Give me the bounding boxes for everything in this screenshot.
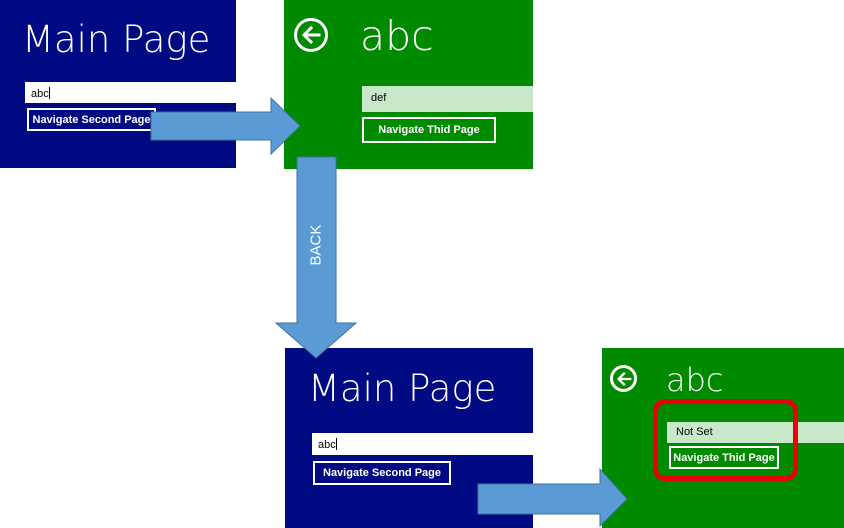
page-title: Main Page — [308, 367, 497, 410]
text-input[interactable]: abc — [312, 433, 533, 455]
back-button[interactable] — [610, 365, 637, 392]
page-title: abc — [360, 12, 434, 60]
second-page-screen-1: abc def Navigate Thid Page — [284, 0, 533, 169]
navigate-third-page-button[interactable]: Navigate Thid Page — [362, 117, 496, 143]
text-caret — [48, 87, 50, 99]
back-arrow-icon — [301, 26, 321, 44]
flow-arrow-right-bottom — [477, 467, 628, 528]
flow-arrow-down-back — [274, 156, 358, 359]
page-title: abc — [666, 361, 724, 399]
navigate-third-page-button[interactable]: Navigate Thid Page — [669, 446, 779, 469]
back-label: BACK — [307, 224, 325, 266]
flow-arrow-right-top — [150, 96, 301, 156]
text-input-value: abc — [31, 88, 49, 100]
text-input[interactable]: Not Set — [667, 422, 844, 443]
navigate-second-page-button[interactable]: Navigate Second Page — [313, 461, 451, 485]
text-input[interactable]: abc — [25, 82, 236, 103]
text-input-value: abc — [318, 439, 336, 451]
back-button[interactable] — [294, 18, 328, 52]
text-input[interactable]: def — [362, 86, 533, 112]
back-arrow-icon — [616, 371, 631, 386]
highlight-box — [653, 399, 798, 481]
main-page-screen-2: Main Page abc Navigate Second Page — [285, 348, 533, 528]
page-title: Main Page — [22, 18, 211, 61]
text-caret — [335, 438, 337, 450]
second-page-screen-2: abc Not Set Navigate Thid Page — [602, 348, 844, 528]
main-page-screen-1: Main Page abc Navigate Second Page — [0, 0, 236, 168]
